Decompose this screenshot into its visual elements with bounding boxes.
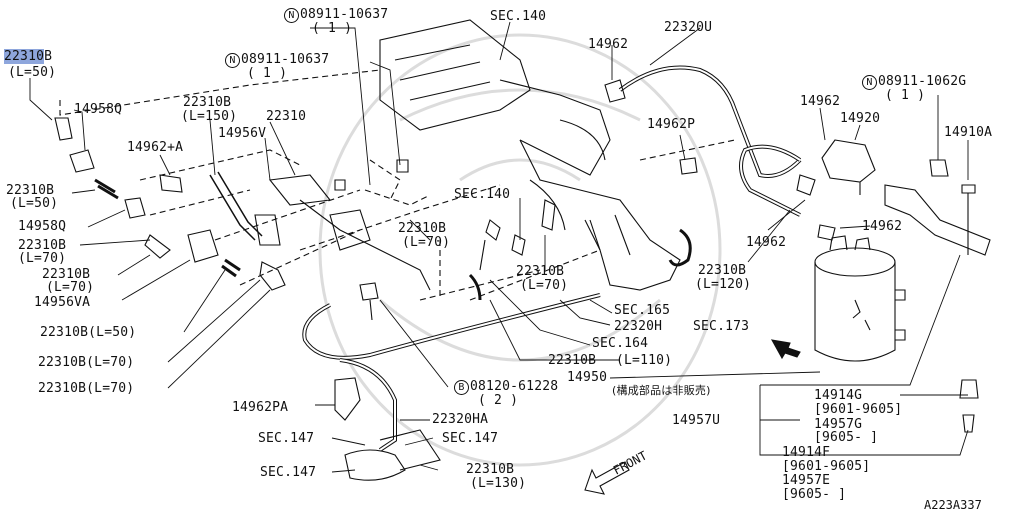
label-14957u: 14957U: [672, 413, 721, 428]
diagram-reference: A223A337: [924, 498, 982, 511]
label-14914f: 14914F: [782, 445, 831, 460]
label-22310b-low-l70: 22310B: [516, 264, 565, 279]
bracket-drawing: [884, 184, 991, 256]
label-14914g-date: [9601-9605]: [814, 402, 903, 417]
label-22310b-top-left: 22310B: [4, 49, 53, 64]
label-22310b-l70-a: 22310B: [18, 238, 67, 253]
label-14957e: 14957E: [782, 473, 831, 488]
valve-14920-drawing: [821, 139, 876, 195]
label-sec140-mid: SEC.140: [454, 187, 511, 202]
label-14920: 14920: [840, 111, 881, 126]
label-14950-note: (構成部品は非販売): [612, 384, 711, 397]
label-b-08120-61228-qty: ( 2 ): [478, 393, 519, 408]
label-22310b-l70-inline-a: 22310B(L=70): [38, 355, 135, 370]
leader-lines: [29, 21, 969, 473]
label-22310b-l70-a-len: (L=70): [18, 251, 67, 266]
label-22310b-mid-l70-len: (L=70): [402, 235, 451, 250]
hose-22320h: [302, 293, 601, 360]
label-14914g: 14914G: [814, 388, 863, 403]
bottom-connector-drawing: [344, 429, 441, 481]
label-14957e-date: [9605- ]: [782, 487, 847, 502]
label-22310b-l50-inline: 22310B(L=50): [40, 325, 137, 340]
label-n-08911-1062g-qty: ( 1 ): [885, 88, 926, 103]
label-22310b-l70-b: 22310B: [42, 267, 91, 282]
label-22310b-l130: 22310B: [466, 462, 515, 477]
label-22310b-l110-len: (L=110): [616, 353, 673, 368]
label-14958q-a: 14958Q: [74, 102, 123, 117]
label-n-08911-10637-a-qty: ( 1 ): [312, 21, 353, 36]
label-14962-right: 14962: [800, 94, 841, 109]
label-14962-top: 14962: [588, 37, 629, 52]
label-sec164: SEC.164: [592, 336, 649, 351]
label-22310b-l70-b-len: (L=70): [46, 280, 95, 295]
label-22310b-l120: 22310B: [698, 263, 747, 278]
label-sec147-a: SEC.147: [258, 431, 315, 446]
label-22310b-l150-len: (L=150): [181, 109, 238, 124]
intake-manifold-drawing: [379, 19, 681, 291]
watermark-emblem: [318, 33, 722, 467]
label-22310b-l130-len: (L=130): [470, 476, 527, 491]
label-14962p: 14962P: [647, 117, 696, 132]
label-22320h: 22320H: [614, 319, 663, 334]
label-14914f-date: [9601-9605]: [782, 459, 871, 474]
bolt-drawing: [961, 184, 976, 255]
label-22310-top: 22310: [266, 109, 307, 124]
label-14962a: 14962+A: [127, 140, 184, 155]
label-14962-lower-b: 14962: [862, 219, 903, 234]
label-14962-lower-a: 14962: [746, 235, 787, 250]
front-arrow: [584, 461, 630, 495]
label-sec140-top: SEC.140: [490, 9, 547, 24]
label-22310b-l50: 22310B: [6, 183, 55, 198]
label-14910a: 14910A: [944, 125, 993, 140]
label-14950: 14950: [567, 370, 608, 385]
pointer-arrow: [770, 339, 801, 360]
label-22320ha: 22320HA: [432, 412, 489, 427]
label-sec147-c: SEC.147: [260, 465, 317, 480]
label-14957g: 14957G: [814, 417, 863, 432]
label-sec147-b: SEC.147: [442, 431, 499, 446]
label-22320u: 22320U: [664, 20, 713, 35]
label-22310b-l70-inline-b: 22310B(L=70): [38, 381, 135, 396]
label-14956v: 14956V: [218, 126, 267, 141]
clip-14962pa-drawing: [334, 377, 361, 421]
hose-22310b-l120: [739, 144, 802, 217]
label-22310b-mid-l70: 22310B: [398, 221, 447, 236]
label-n-08911-10637-b-qty: ( 1 ): [247, 66, 288, 81]
dashed-reference-lines: [59, 69, 736, 301]
label-sec173: SEC.173: [693, 319, 750, 334]
left-small-parts: [54, 79, 949, 321]
label-14962pa: 14962PA: [232, 400, 289, 415]
label-14956va: 14956VA: [34, 295, 91, 310]
label-22310b-top-left-len: (L=50): [8, 65, 57, 80]
label-22310b-l150: 22310B: [183, 95, 232, 110]
label-22310b-low-l70-len: (L=70): [520, 278, 569, 293]
hose-22320ha: [339, 358, 397, 452]
label-14957g-date: [9605- ]: [814, 430, 879, 445]
label-sec165: SEC.165: [614, 303, 671, 318]
label-22310b-l50-len: (L=50): [10, 196, 59, 211]
canister-14950: [814, 235, 906, 362]
label-22310b-l120-len: (L=120): [695, 277, 752, 292]
label-14958q-b: 14958Q: [18, 219, 67, 234]
label-22310b-l110: 22310B: [548, 353, 597, 368]
